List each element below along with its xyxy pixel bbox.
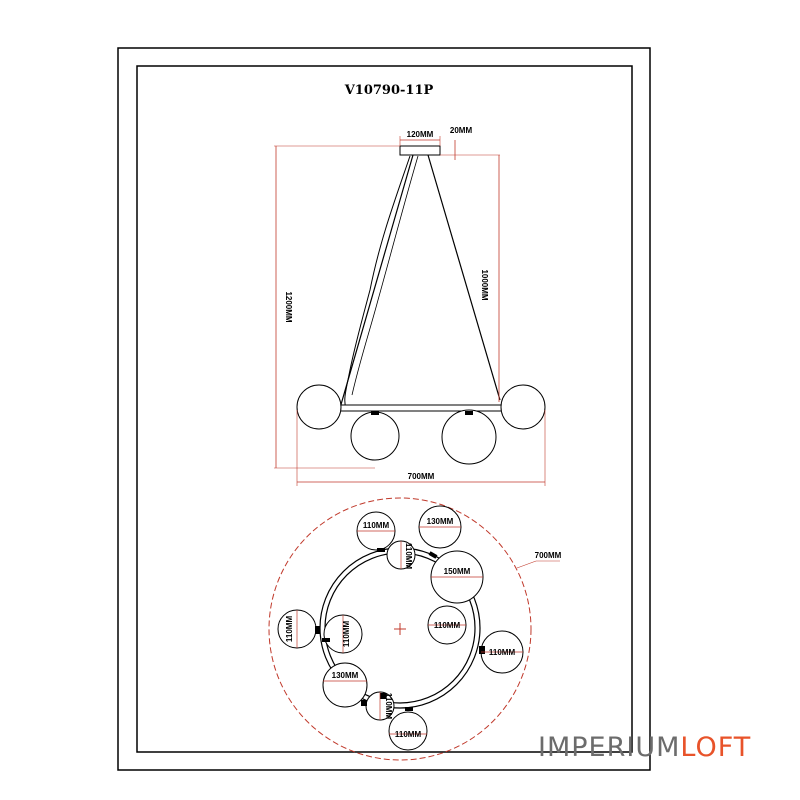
outer-frame [117, 47, 651, 771]
total-height-label: 1200MM [284, 291, 293, 322]
globe-lower-left [322, 662, 368, 708]
label-lower-center: 110MM [384, 693, 393, 720]
plan-diameter-circle [268, 497, 532, 761]
label-left-inner: 110MM [342, 621, 351, 648]
brand-part-loft: LOFT [680, 732, 752, 763]
label-right-inner: 110MM [434, 621, 461, 630]
label-top-right: 130MM [427, 517, 454, 526]
elevation-view: 120MM 20MM 1200MM 1000MM 700MM [274, 126, 546, 486]
canopy-height-label: 20MM [450, 126, 473, 135]
label-bottom: 110MM [395, 730, 422, 739]
inner-frame [136, 65, 633, 753]
label-upper-center: 110MM [404, 543, 413, 570]
brand-logo: IMPERIUMLOFT [538, 732, 751, 763]
globe-bottom [388, 711, 428, 751]
canopy [399, 145, 441, 156]
drawing-title: V10790-11P [344, 83, 434, 98]
globe-center-right [441, 409, 497, 465]
label-right-outer: 110MM [489, 648, 516, 657]
canopy-width-label: 120MM [407, 130, 434, 139]
globe-right [500, 384, 546, 430]
plan-diameter-label: 700MM [535, 551, 562, 560]
globe-center-left [350, 411, 400, 461]
power-cord [344, 155, 411, 409]
label-left-outer: 110MM [285, 616, 294, 643]
cable-right [427, 154, 501, 401]
plan-view: 700MM [268, 497, 562, 761]
label-large-right: 150MM [444, 567, 471, 576]
label-lower-left: 130MM [332, 671, 359, 680]
brand-part-imperium: IMPERIUM [538, 732, 681, 763]
label-top-left: 110MM [363, 521, 390, 530]
cable-left [339, 154, 414, 409]
cable-length-label: 1000MM [480, 269, 489, 300]
fixture-width-label: 700MM [408, 472, 435, 481]
globe-left [296, 384, 342, 430]
fixture-bar [334, 404, 508, 412]
